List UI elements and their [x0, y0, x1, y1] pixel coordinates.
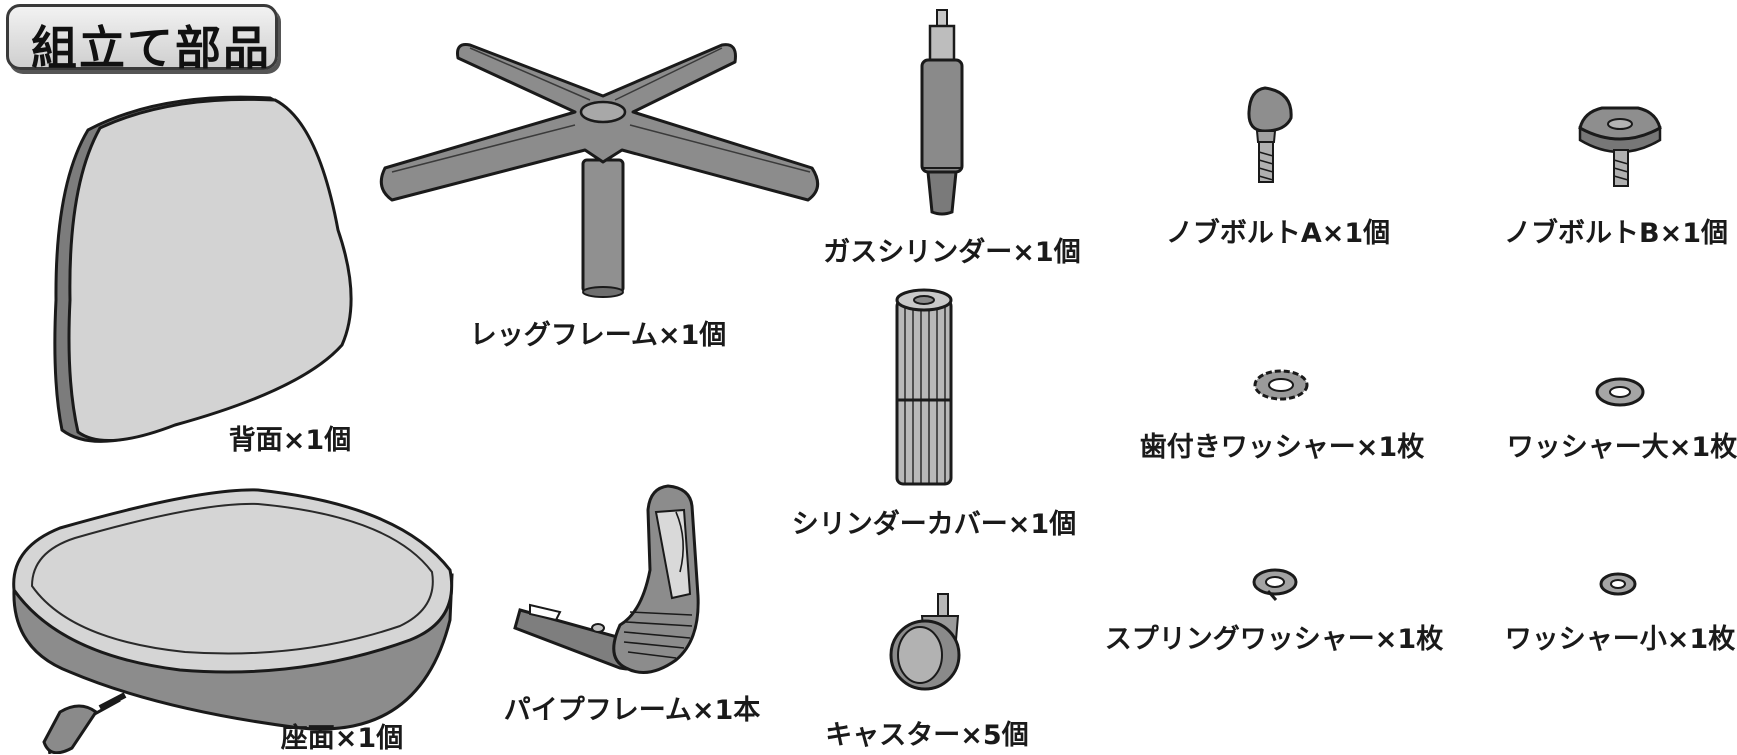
leg-frame-label: レッグフレーム×1個 — [469, 320, 727, 351]
caster-illustration — [889, 593, 961, 691]
knob-bolt-a-illustration — [1247, 86, 1293, 183]
caster-label: キャスター×5個 — [825, 720, 1029, 751]
knob-bolt-a-label: ノブボルトA×1個 — [1165, 218, 1391, 249]
gas-cylinder-illustration — [920, 9, 964, 216]
seat-illustration — [12, 488, 454, 754]
pipe-frame-illustration — [513, 484, 700, 674]
title-badge: 組立て部品 — [6, 4, 278, 75]
toothed-washer-illustration — [1253, 369, 1309, 401]
toothed-washer-label: 歯付きワッシャー×1枚 — [1139, 432, 1425, 463]
washer-small-illustration — [1599, 572, 1637, 596]
leg-frame-illustration — [379, 43, 820, 298]
spring-washer-illustration — [1252, 568, 1298, 601]
cylinder-cover-label: シリンダーカバー×1個 — [791, 509, 1077, 540]
washer-small-label: ワッシャー小×1枚 — [1504, 624, 1736, 655]
cylinder-cover-illustration — [895, 288, 953, 486]
spring-washer-label: スプリングワッシャー×1枚 — [1104, 624, 1444, 655]
page-title: 組立て部品 — [31, 21, 271, 75]
backrest-illustration — [53, 95, 353, 443]
pipe-frame-label: パイプフレーム×1本 — [503, 695, 761, 726]
gas-cylinder-label: ガスシリンダー×1個 — [823, 237, 1081, 268]
knob-bolt-b-illustration — [1578, 106, 1662, 187]
knob-bolt-b-label: ノブボルトB×1個 — [1504, 218, 1728, 249]
backrest-label: 背面×1個 — [228, 425, 352, 456]
washer-large-illustration — [1595, 377, 1645, 407]
washer-large-label: ワッシャー大×1枚 — [1506, 432, 1737, 463]
seat-label: 座面×1個 — [280, 723, 404, 754]
